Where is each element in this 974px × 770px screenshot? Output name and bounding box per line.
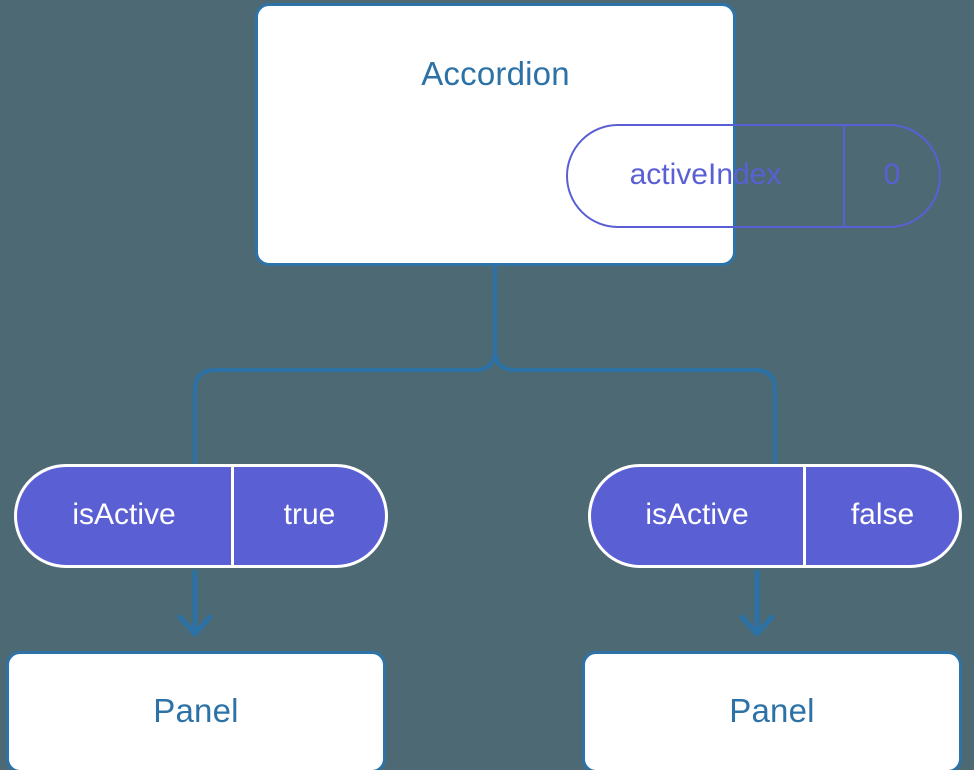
node-panel-right-label: Panel: [729, 692, 815, 729]
node-panel-left-label: Panel: [153, 692, 239, 729]
arrow-right: [739, 569, 775, 637]
node-panel-left[interactable]: Panel: [6, 651, 386, 770]
node-accordion[interactable]: Accordion activeIndex 0: [255, 3, 941, 266]
arrow-right-head: [739, 614, 775, 637]
node-accordion-label: Accordion: [421, 55, 570, 92]
prop-pill-value: true: [283, 497, 336, 531]
state-pill-key: activeIndex: [568, 126, 845, 226]
prop-pill-value: false: [850, 497, 915, 531]
connector-branch-left: [193, 348, 497, 468]
state-pill-value: 0: [883, 157, 901, 191]
prop-pill-isactive-true[interactable]: isActive true: [14, 464, 388, 568]
state-pill-activeindex[interactable]: activeIndex 0: [566, 124, 941, 228]
arrow-left-head: [177, 614, 213, 637]
arrow-left: [177, 569, 213, 637]
prop-pill-key: isActive: [591, 467, 806, 565]
prop-pill-key: isActive: [17, 467, 234, 565]
node-panel-right[interactable]: Panel: [582, 651, 962, 770]
connector-branch-right: [493, 348, 777, 468]
prop-pill-isactive-false[interactable]: isActive false: [588, 464, 962, 568]
